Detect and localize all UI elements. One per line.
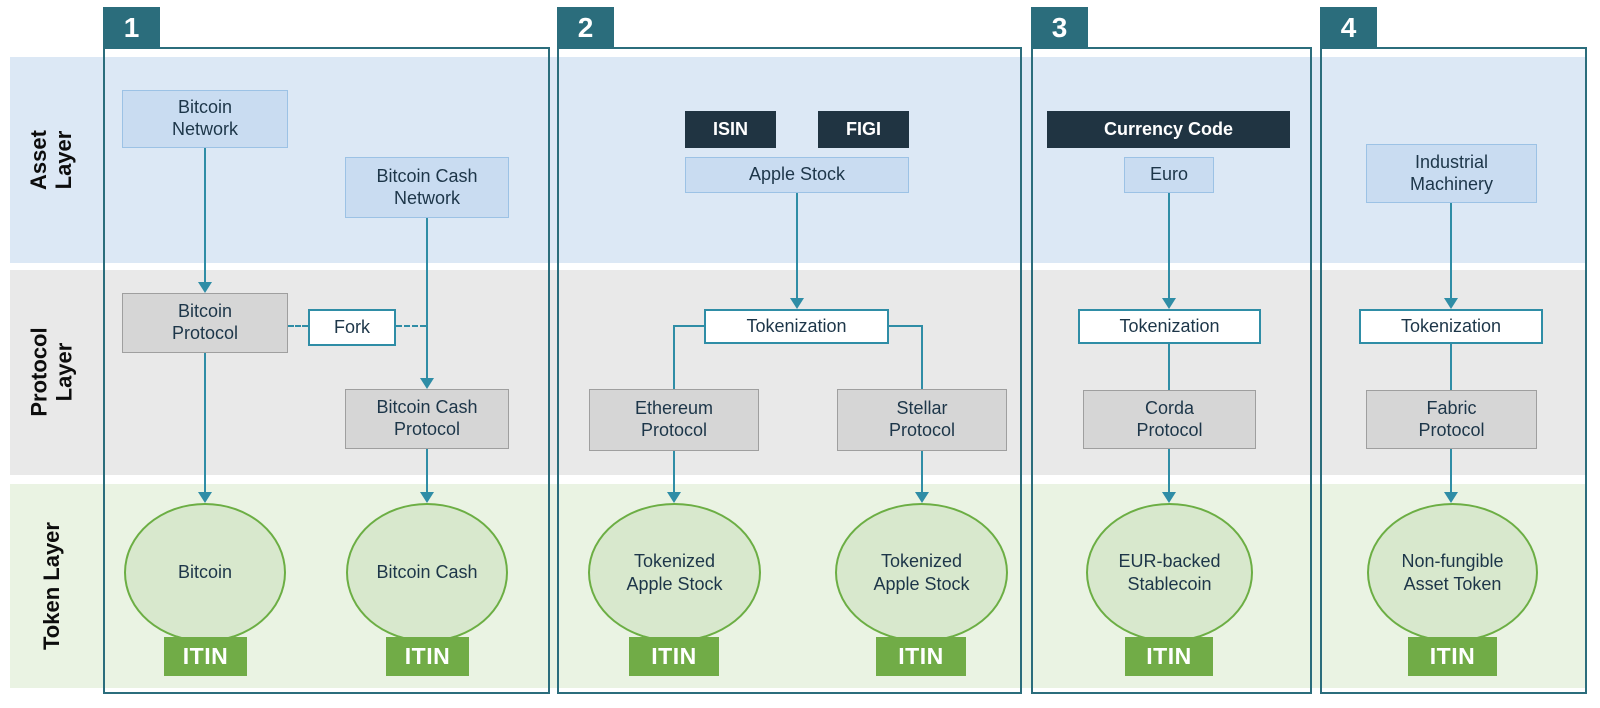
panel-3-number-badge: 3: [1031, 7, 1088, 48]
arrowhead-bitcoin-protocol: [198, 282, 212, 293]
connector-stellar-protocol-to-token: [921, 451, 923, 492]
itin-badge-tokenized-ethereum: ITIN: [629, 637, 719, 676]
isin-identifier-box: ISIN: [685, 111, 776, 148]
connector-tokenization-branch-right-h: [889, 325, 923, 327]
euro-box: Euro: [1124, 157, 1214, 193]
connector-bitcoin-network-to-bitcoin-protocol: [204, 148, 206, 282]
arrowhead-tokenization-p4: [1444, 298, 1458, 309]
fabric-protocol-box: Fabric Protocol: [1366, 390, 1537, 449]
connector-tokenization-to-fabric-protocol: [1450, 344, 1452, 390]
arrowhead-eur-backed-stablecoin: [1162, 492, 1176, 503]
bitcoin-token-circle: Bitcoin: [124, 503, 286, 642]
connector-industrial-machinery-to-tokenization: [1450, 203, 1452, 298]
dashed-connector-fork-to-bitcoin-cash-line: [396, 325, 426, 327]
arrowhead-tokenization-p3: [1162, 298, 1176, 309]
tokenized-apple-stock-stellar-circle: Tokenized Apple Stock: [835, 503, 1008, 642]
arrowhead-non-fungible-asset-token: [1444, 492, 1458, 503]
currency-code-identifier-box: Currency Code: [1047, 111, 1290, 148]
industrial-machinery-box: Industrial Machinery: [1366, 144, 1537, 203]
connector-euro-to-tokenization: [1168, 193, 1170, 298]
panel-4-number-badge: 4: [1320, 7, 1377, 48]
connector-tokenization-branch-left-h: [673, 325, 704, 327]
eur-backed-stablecoin-circle: EUR-backed Stablecoin: [1086, 503, 1253, 642]
tokenized-apple-stock-ethereum-circle: Tokenized Apple Stock: [588, 503, 761, 642]
connector-bitcoin-protocol-to-bitcoin-token: [204, 353, 206, 492]
panel-1-number-badge: 1: [103, 7, 160, 48]
arrowhead-tokenized-apple-stock-stellar: [915, 492, 929, 503]
bitcoin-cash-network-box: Bitcoin Cash Network: [345, 157, 509, 218]
arrowhead-bitcoin-token: [198, 492, 212, 503]
itin-badge-tokenized-stellar: ITIN: [876, 637, 966, 676]
dashed-connector-bitcoin-protocol-to-fork: [288, 325, 308, 327]
bitcoin-protocol-box: Bitcoin Protocol: [122, 293, 288, 353]
arrowhead-bitcoin-cash-token: [420, 492, 434, 503]
arrowhead-bitcoin-cash-protocol: [420, 378, 434, 389]
token-layer-label: Token Layer: [38, 522, 64, 650]
connector-bitcoin-cash-network-to-bitcoin-cash-protocol: [426, 218, 428, 378]
connector-bitcoin-cash-protocol-to-bitcoin-cash-token: [426, 449, 428, 492]
connector-tokenization-to-ethereum-protocol: [673, 325, 675, 389]
asset-layer-label: Asset Layer: [26, 130, 76, 190]
connector-corda-protocol-to-token: [1168, 449, 1170, 492]
connector-fabric-protocol-to-token: [1450, 449, 1452, 492]
fork-box: Fork: [308, 309, 396, 346]
connector-tokenization-to-stellar-protocol: [921, 325, 923, 389]
bitcoin-network-box: Bitcoin Network: [122, 90, 288, 148]
panel-2-number-badge: 2: [557, 7, 614, 48]
figi-identifier-box: FIGI: [818, 111, 909, 148]
tokenization-box-p3: Tokenization: [1078, 309, 1261, 344]
connector-ethereum-protocol-to-token: [673, 451, 675, 492]
itin-badge-nft: ITIN: [1408, 637, 1497, 676]
itin-badge-bitcoin: ITIN: [164, 637, 247, 676]
connector-apple-stock-to-tokenization: [796, 193, 798, 298]
bitcoin-cash-token-circle: Bitcoin Cash: [346, 503, 508, 642]
itin-badge-bitcoin-cash: ITIN: [386, 637, 469, 676]
protocol-layer-label: Protocol Layer: [26, 327, 77, 417]
arrowhead-tokenized-apple-stock-ethereum: [667, 492, 681, 503]
bitcoin-cash-protocol-box: Bitcoin Cash Protocol: [345, 389, 509, 449]
arrowhead-tokenization-p2: [790, 298, 804, 309]
ethereum-protocol-box: Ethereum Protocol: [589, 389, 759, 451]
connector-tokenization-to-corda-protocol: [1168, 344, 1170, 390]
tokenization-box-p2: Tokenization: [704, 309, 889, 344]
corda-protocol-box: Corda Protocol: [1083, 390, 1256, 449]
non-fungible-asset-token-circle: Non-fungible Asset Token: [1367, 503, 1538, 642]
itin-badge-stablecoin: ITIN: [1125, 637, 1213, 676]
apple-stock-box: Apple Stock: [685, 157, 909, 193]
stellar-protocol-box: Stellar Protocol: [837, 389, 1007, 451]
tokenization-box-p4: Tokenization: [1359, 309, 1543, 344]
